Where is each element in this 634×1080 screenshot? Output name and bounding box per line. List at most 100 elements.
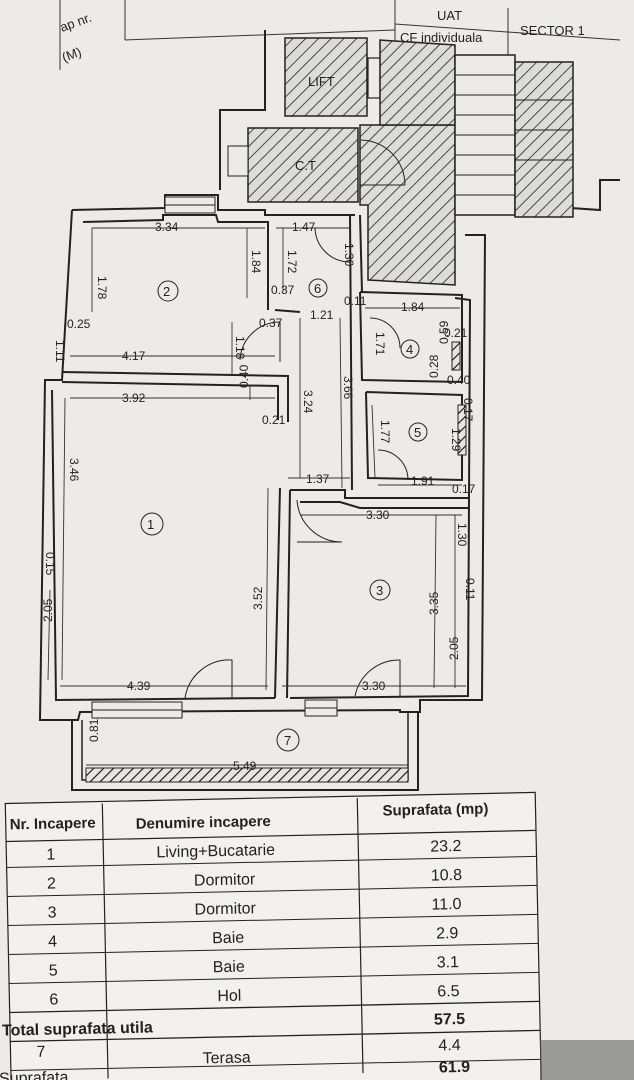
staircase	[454, 54, 574, 218]
room-marker-2	[157, 280, 179, 302]
table-row: 5 Baie 3.1	[49, 954, 460, 980]
row-area: 2.9	[436, 925, 459, 942]
terrace-area: 4.4	[438, 1037, 461, 1054]
dim-label: 2.05	[41, 598, 55, 622]
row-name: Living+Bucatarie	[156, 842, 275, 861]
dim-label: 1.21	[310, 308, 334, 322]
lift-shaft	[284, 37, 368, 117]
row-nr: 6	[49, 991, 58, 1008]
cf-label: CF individuala	[400, 30, 483, 45]
dim-label: 4.39	[127, 679, 151, 693]
dim-label: 0.17	[461, 398, 475, 422]
room-num-4: 4	[406, 342, 413, 357]
dim-label: 1.18	[233, 336, 247, 360]
terrace	[71, 712, 419, 791]
common-area: LIFT C.T	[219, 30, 620, 286]
row-nr: 1	[46, 846, 55, 863]
row-name: Baie	[212, 930, 244, 948]
row-nr: 5	[49, 962, 58, 979]
row-name: Baie	[213, 959, 245, 977]
total-value: 61.9	[439, 1059, 471, 1077]
row-name: Hol	[217, 988, 241, 1005]
dimension-lines	[47, 227, 466, 766]
dim-label: 3.35	[427, 591, 441, 615]
room-numbers: 2 1 3 4 5 6 7	[147, 281, 421, 748]
room-marker-4	[400, 339, 420, 359]
table-row: 2 Dormitor 10.8	[47, 867, 463, 893]
room-num-7: 7	[284, 733, 291, 748]
uat-label: UAT	[437, 8, 462, 23]
dim-label: 0.37	[259, 316, 283, 330]
table-row: 1 Living+Bucatarie 23.2	[46, 838, 462, 864]
terrace-nr: 7	[36, 1044, 45, 1061]
dim-label: 3.24	[301, 390, 315, 414]
row-area: 23.2	[430, 838, 462, 856]
dim-label: 0.17	[452, 482, 476, 496]
doors	[184, 227, 409, 699]
dim-label: 0.40	[447, 373, 471, 387]
table-row-terrace: 7 4.4 Terasa	[36, 1037, 461, 1067]
dim-label: 1.30	[342, 243, 356, 267]
dim-label: 1.91	[411, 474, 435, 488]
row-name: Dormitor	[194, 871, 256, 889]
terrace-parapet	[85, 767, 409, 783]
room-marker-3	[369, 579, 391, 601]
dim-label: 1.84	[401, 300, 425, 314]
dim-label: 3.30	[366, 508, 390, 522]
dim-label: 1.84	[249, 250, 263, 274]
room-marker-5	[408, 422, 428, 442]
row-area: 6.5	[437, 983, 460, 1000]
dim-label: 0.40	[237, 364, 251, 388]
row-name: Dormitor	[194, 900, 256, 918]
table-row-total: Suprafata 61.9	[0, 1059, 470, 1080]
dim-label: 4.17	[122, 349, 146, 363]
row-area: 11.0	[431, 896, 461, 914]
dim-label: 1.78	[95, 276, 109, 300]
dim-label: 3.34	[155, 220, 179, 234]
dim-label: 3.92	[122, 391, 146, 405]
apartment-walls	[38, 194, 487, 721]
table-row-total-util: 57.5 Total suprafata utila	[2, 1011, 466, 1040]
room-num-3: 3	[376, 583, 383, 598]
dim-label: 0.11	[344, 294, 367, 308]
photo-edge-shadow	[540, 1040, 634, 1080]
terrace-name: Terasa	[203, 1049, 251, 1067]
table-row: 6 Hol 6.5	[49, 983, 460, 1009]
dim-label: 2.05	[447, 636, 461, 660]
room-num-1: 1	[147, 517, 154, 532]
row-area: 10.8	[431, 867, 463, 885]
dim-label: 3.52	[251, 586, 265, 610]
shower-4	[451, 341, 461, 371]
dim-label: 1.71	[373, 332, 387, 356]
shower-5	[457, 404, 467, 456]
dim-label: 3.30	[362, 679, 386, 693]
dimension-labels: 3.34 1.78 1.84 1.72 1.47 1.30 0.37 0.25 …	[41, 220, 477, 773]
table-header-nr: Nr. Incapere	[10, 815, 96, 834]
total-util-value: 57.5	[434, 1011, 466, 1029]
sector-label: SECTOR 1	[520, 23, 585, 38]
table-header-area: Suprafata (mp)	[382, 800, 488, 819]
row-nr: 3	[47, 904, 56, 921]
room-num-6: 6	[314, 281, 321, 296]
row-nr: 2	[47, 875, 56, 892]
room-num-2: 2	[163, 284, 170, 299]
dim-label: 0.11	[463, 578, 477, 601]
room-marker-6	[308, 278, 328, 298]
dim-label: 1.72	[285, 250, 299, 274]
dim-label: 3.46	[67, 458, 81, 482]
row-area: 3.1	[437, 954, 460, 971]
row-nr: 4	[48, 933, 57, 950]
header-block: ap nr. (M) UAT SECTOR 1 CF individuala	[58, 0, 621, 70]
total-util-label: Total suprafata utila	[2, 1019, 153, 1039]
table-row: 4 Baie 2.9	[48, 925, 459, 951]
dim-label: 0.21	[444, 326, 468, 340]
room-markers	[140, 278, 428, 752]
room-marker-1	[140, 512, 164, 536]
dim-label: 0.59	[437, 320, 451, 344]
dim-label: 0.21	[262, 413, 286, 427]
dim-label: 0.15	[43, 552, 57, 576]
dim-label: 1.30	[455, 523, 469, 547]
dim-label: 0.25	[67, 317, 91, 331]
ct-room	[247, 127, 359, 203]
table-header-name: Denumire incapere	[136, 813, 271, 833]
